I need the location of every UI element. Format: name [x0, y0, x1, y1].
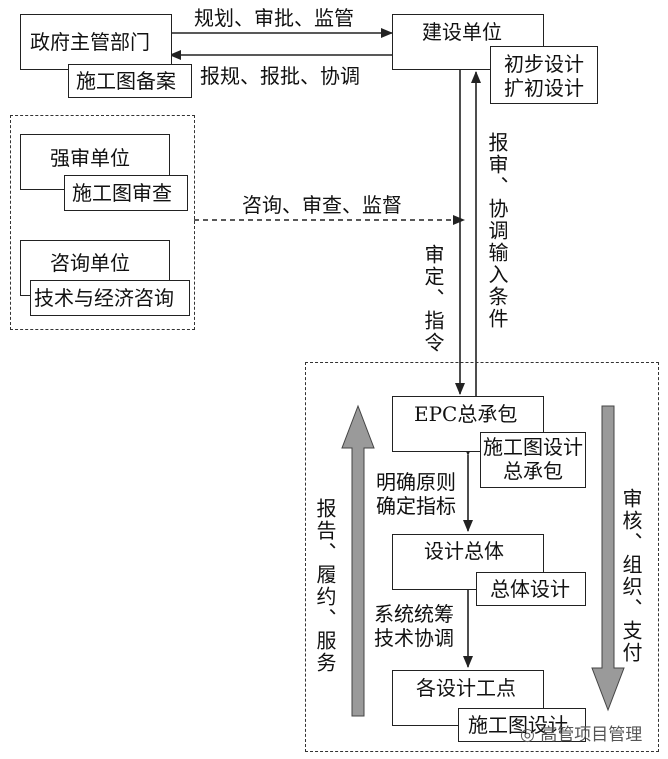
owner-sub-label: 初步设计 扩初设计	[504, 52, 584, 100]
owner-sub-node[interactable]	[490, 46, 598, 104]
gov-node[interactable]	[20, 14, 172, 70]
epc-to-owner-label: 报审、协调输入条件	[485, 132, 509, 330]
watermark-icon: ◎	[520, 725, 541, 745]
watermark: ◎ 高管项目管理	[520, 720, 642, 745]
design-lead-sub-label: 总体设计	[490, 577, 570, 601]
gov-label: 政府主管部门	[30, 30, 150, 54]
watermark-text: 高管项目管理	[540, 725, 643, 745]
consult-sub-node[interactable]	[30, 280, 190, 316]
review-sub-label: 施工图审查	[72, 181, 172, 205]
lead-units-label: 系统统筹 技术协调	[374, 602, 454, 650]
design-lead-label: 设计总体	[424, 539, 504, 563]
epc-group-box	[305, 362, 659, 752]
consult-sub-label: 技术与经济咨询	[34, 286, 174, 310]
review-label: 强审单位	[50, 146, 130, 170]
consult-group-box	[10, 115, 195, 330]
gov-to-owner-label: 规划、审批、监管	[194, 6, 354, 30]
design-lead-sub-node[interactable]	[476, 572, 586, 606]
consult-label: 咨询单位	[50, 251, 130, 275]
big-up-arrow	[341, 404, 375, 717]
epc-label: EPC总承包	[414, 402, 518, 426]
gov-sub-label: 施工图备案	[76, 69, 176, 93]
gov-sub-node[interactable]	[68, 64, 192, 98]
owner-label: 建设单位	[422, 20, 502, 44]
big-down-arrow	[591, 405, 625, 712]
epc-sub-label: 施工图设计 总承包	[483, 435, 583, 483]
design-units-label: 各设计工点	[416, 676, 516, 700]
epc-design-lead-label: 明确原则 确定指标	[376, 470, 456, 518]
up-arrow-label: 报告、履约、服务	[313, 498, 337, 674]
owner-to-epc-label: 审定、指令	[421, 244, 445, 354]
owner-to-gov-label: 报规、报批、协调	[200, 64, 360, 88]
epc-sub-node[interactable]	[480, 432, 586, 488]
consult-to-line-label: 咨询、审查、监督	[242, 193, 402, 217]
design-units-sub-node[interactable]	[458, 708, 586, 742]
down-arrow-label: 审核、组织、支付	[619, 488, 643, 664]
design-units-sub-label: 施工图设计	[468, 713, 568, 737]
review-sub-node[interactable]	[64, 175, 188, 211]
